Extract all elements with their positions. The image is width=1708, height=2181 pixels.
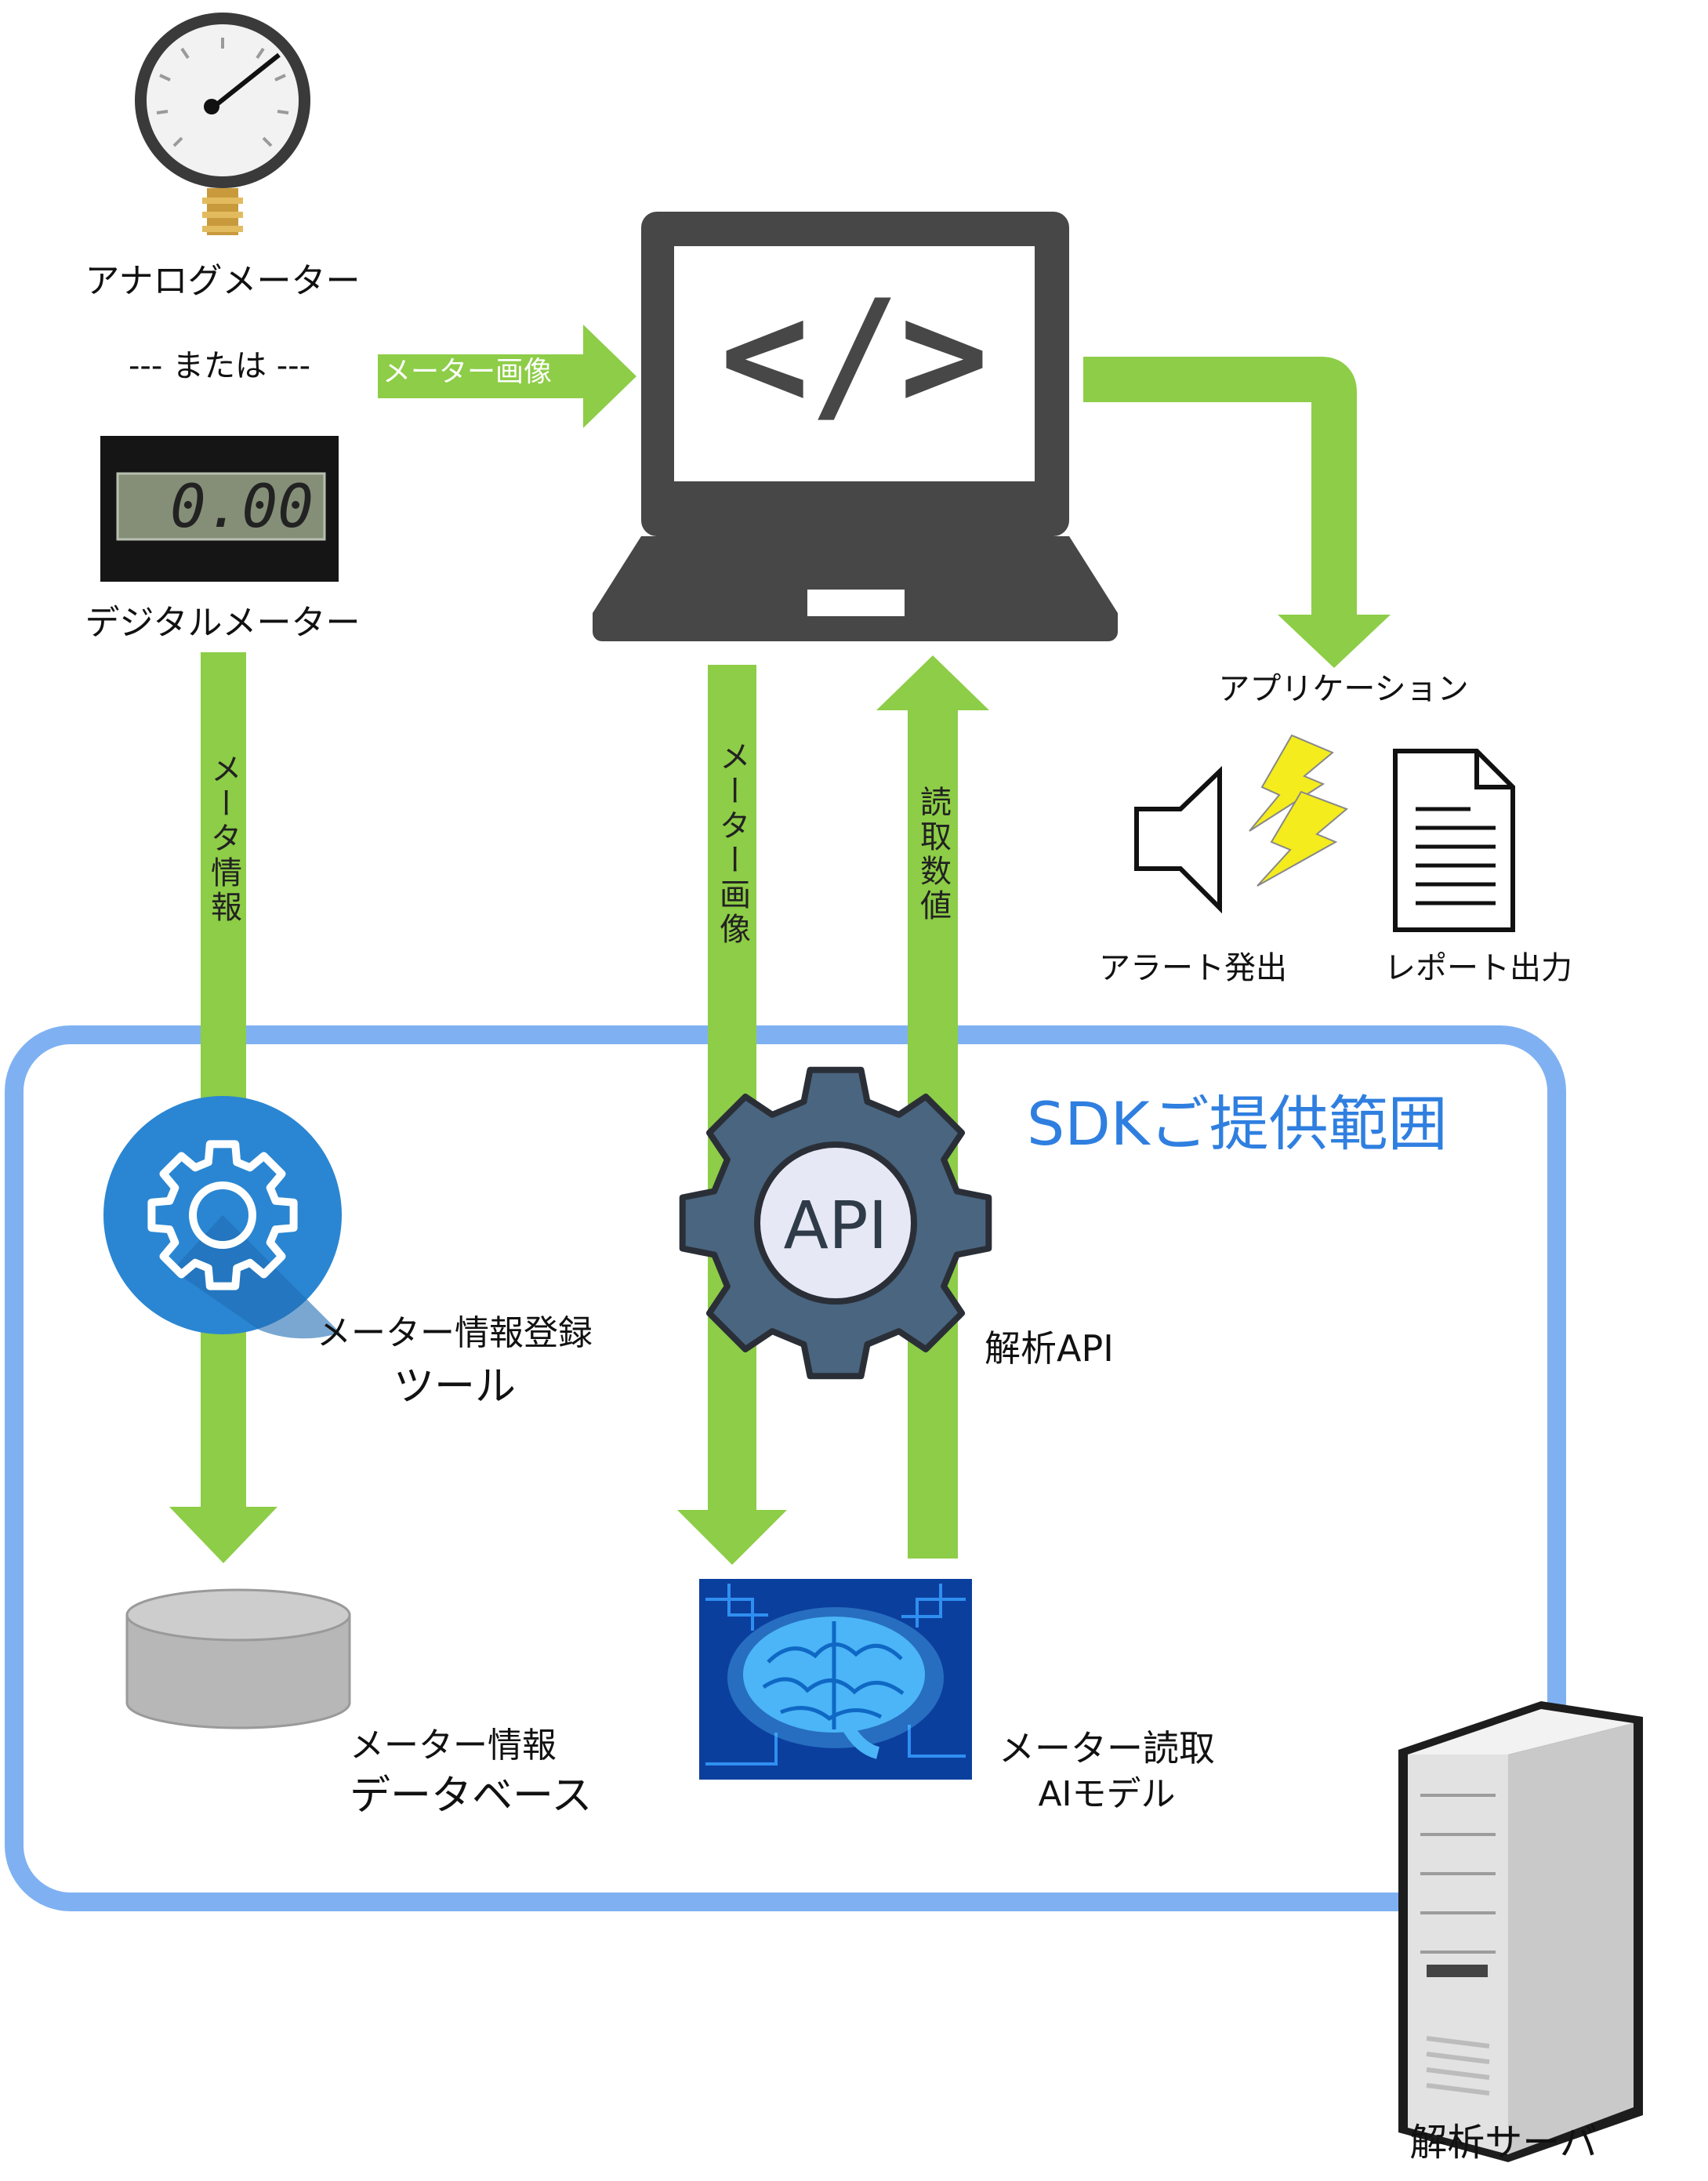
ai-brain-icon [699,1579,972,1780]
arrow-meter-info-down [169,652,277,1563]
gear-icon [103,1096,342,1339]
registration-tool-label-1: メーター情報登録 [317,1313,593,1353]
database-icon [125,1588,351,1729]
digital-display-icon: 0.00 [100,436,339,582]
sdk-scope-title: SDKご提供範囲 [1027,1089,1448,1159]
digital-meter-label: デジタルメーター [85,603,361,643]
laptop-code-icon: </> [593,212,1118,641]
lightning-icon [1249,734,1348,887]
database-label-2: データベース [350,1773,593,1820]
database-label-1: メーター情報 [350,1726,557,1765]
speaker-icon [1134,765,1222,914]
arrow-meter-image-down [677,665,787,1565]
meter-info-vertical-label: メータ情報 [205,753,241,925]
alert-label: アラート発出 [1099,950,1287,986]
ai-model-label-1: メーター読取 [999,1727,1215,1769]
read-value-vertical-label: 読取数値 [915,786,951,924]
analysis-server-label: 解析サーバ [1409,2121,1597,2165]
ai-model-label-2: AIモデル [1038,1774,1176,1814]
application-label: アプリケーション [1218,671,1469,707]
arrow-laptop-to-application [1083,357,1391,668]
registration-tool-label-2: ツール [393,1363,517,1410]
meter-image-vertical-label: メーター画像 [714,740,750,947]
report-label: レポート出力 [1384,950,1572,986]
digital-display-value: 0.00 [170,471,314,541]
analysis-api-label: 解析API [985,1327,1114,1370]
arrow-meter-image-label: メーター画像 [383,356,553,388]
or-separator: --- または --- [128,348,311,384]
api-text: API [784,1187,888,1264]
code-symbol: </> [720,268,988,441]
document-icon [1393,749,1515,932]
analog-meter-label: アナログメーター [85,261,361,301]
server-icon [1398,1701,1643,2162]
arrow-meter-image-right [378,325,636,428]
api-gear-icon: API [679,1066,992,1380]
sdk-scope-box [5,1025,1566,1911]
pressure-gauge-icon [135,13,310,235]
